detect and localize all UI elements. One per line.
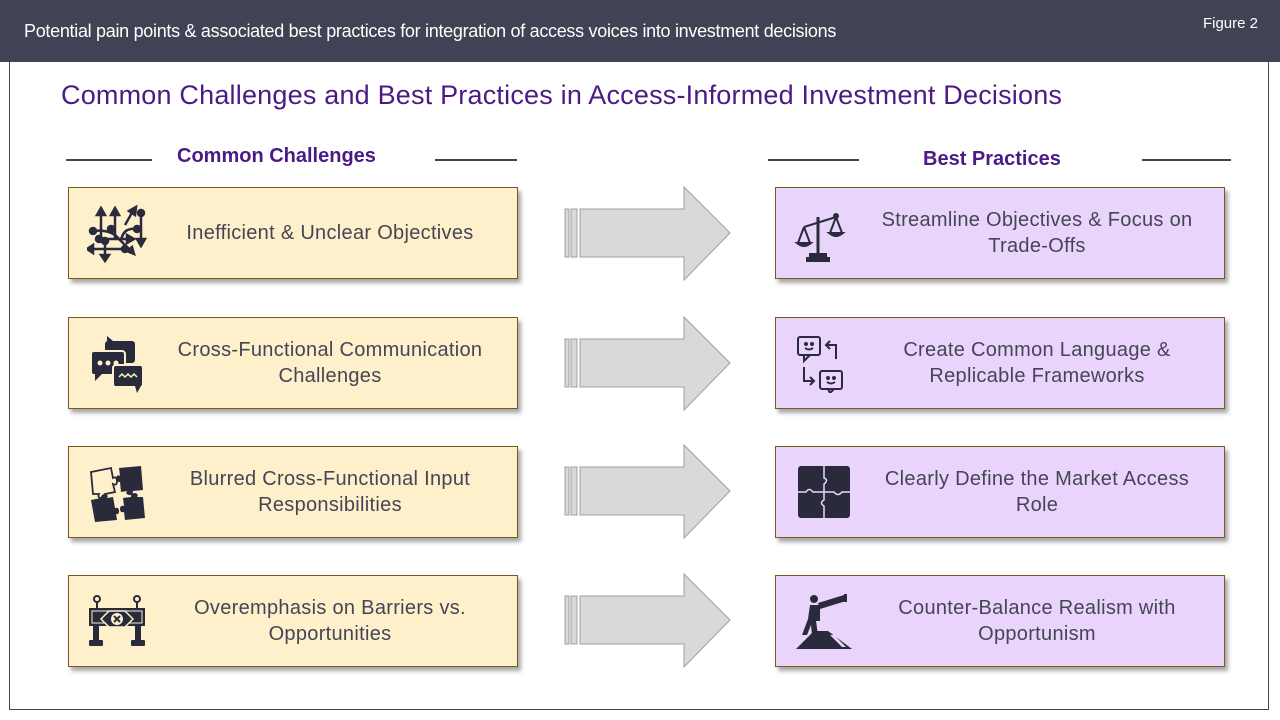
challenge-card: Inefficient & Unclear Objectives: [68, 187, 518, 279]
telescope-lookout-icon: [794, 591, 854, 651]
practice-card: Clearly Define the Market Access Role: [775, 446, 1225, 538]
practice-card: Counter-Balance Realism with Opportunism: [775, 575, 1225, 667]
assembled-puzzle-icon: [794, 462, 854, 522]
practice-text: Create Common Language & Replicable Fram…: [903, 339, 1171, 387]
divider: [435, 159, 517, 161]
challenge-card: Blurred Cross-Functional Input Responsib…: [68, 446, 518, 538]
challenge-card: Overemphasis on Barriers vs. Opportuniti…: [68, 575, 518, 667]
challenge-text: Cross-Functional Communication Challenge…: [177, 339, 483, 387]
roadblock-icon: [87, 591, 147, 651]
challenge-text: Inefficient & Unclear Objectives: [186, 222, 474, 244]
practice-text: Clearly Define the Market Access Role: [884, 468, 1190, 516]
network-arrows-icon: [87, 203, 147, 263]
challenges-heading: Common Challenges: [177, 145, 376, 167]
arrow-right-icon: [564, 316, 731, 412]
arrow-right-icon: [564, 573, 731, 669]
practices-heading: Best Practices: [923, 148, 1061, 170]
arrow-right-icon: [564, 186, 731, 282]
scattered-puzzle-icon: [87, 462, 147, 522]
header-bar: Potential pain points & associated best …: [0, 0, 1280, 62]
challenge-card: Cross-Functional Communication Challenge…: [68, 317, 518, 409]
practice-text: Streamline Objectives & Focus on Trade-O…: [881, 209, 1193, 257]
divider: [768, 159, 859, 161]
challenge-text: Blurred Cross-Functional Input Responsib…: [189, 468, 471, 516]
arrow-right-icon: [564, 444, 731, 540]
divider: [1142, 159, 1231, 161]
page-title: Common Challenges and Best Practices in …: [61, 80, 1063, 110]
divider: [66, 159, 152, 161]
practice-card: Streamline Objectives & Focus on Trade-O…: [775, 187, 1225, 279]
chat-bubbles-icon: [87, 333, 147, 393]
content-frame: [9, 62, 1269, 710]
practice-card: Create Common Language & Replicable Fram…: [775, 317, 1225, 409]
practice-text: Counter-Balance Realism with Opportunism: [898, 597, 1176, 645]
challenge-text: Overemphasis on Barriers vs. Opportuniti…: [194, 597, 466, 645]
figure-label: Figure 2: [1202, 15, 1258, 32]
header-title: Potential pain points & associated best …: [24, 21, 837, 41]
balance-scale-icon: [794, 203, 854, 263]
chat-exchange-icon: [794, 333, 854, 393]
